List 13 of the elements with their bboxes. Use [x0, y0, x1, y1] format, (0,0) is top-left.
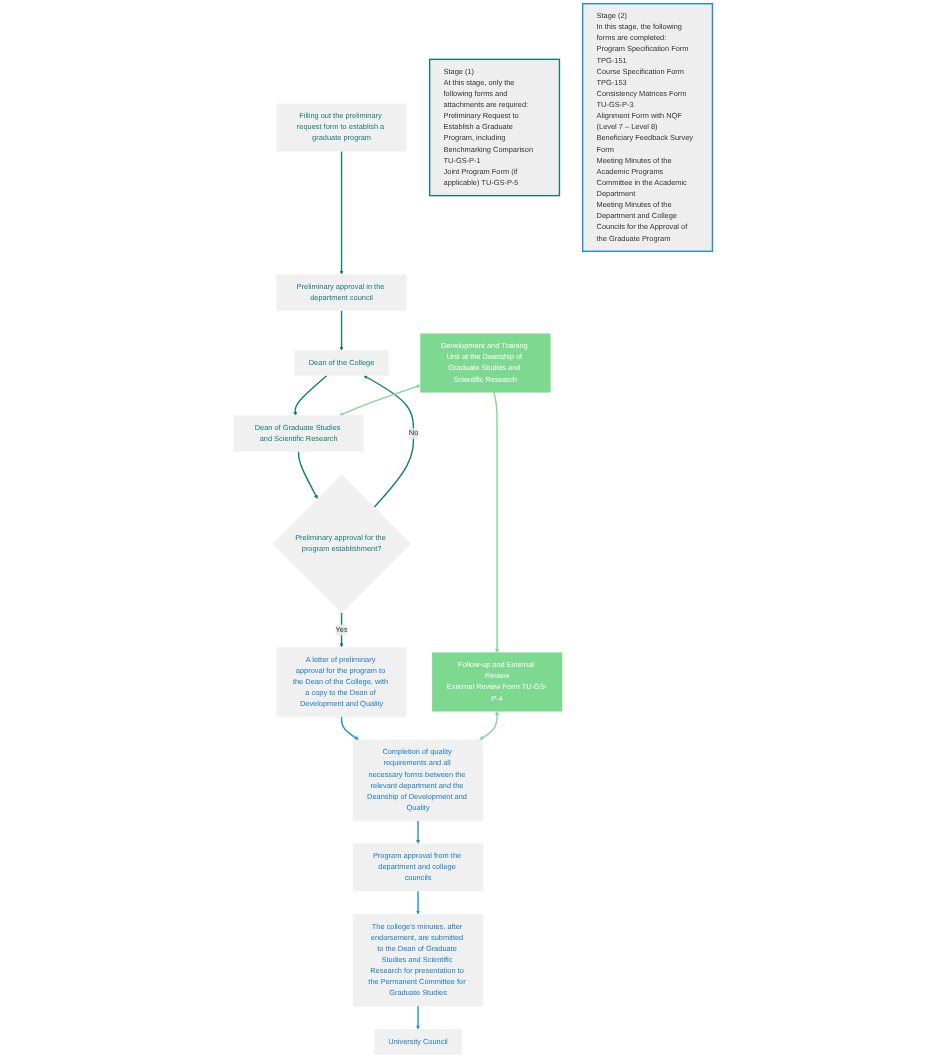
arrow — [416, 819, 421, 844]
arrow — [294, 374, 329, 416]
arrow — [340, 612, 345, 648]
arrow — [340, 384, 422, 416]
arrow — [364, 375, 416, 509]
arrow — [494, 391, 501, 653]
arrow — [480, 711, 501, 741]
arrow — [340, 309, 345, 351]
arrow — [416, 1005, 421, 1030]
arrow — [340, 150, 345, 275]
arrow — [416, 890, 421, 915]
arrow — [341, 716, 360, 741]
arrow — [298, 450, 319, 499]
